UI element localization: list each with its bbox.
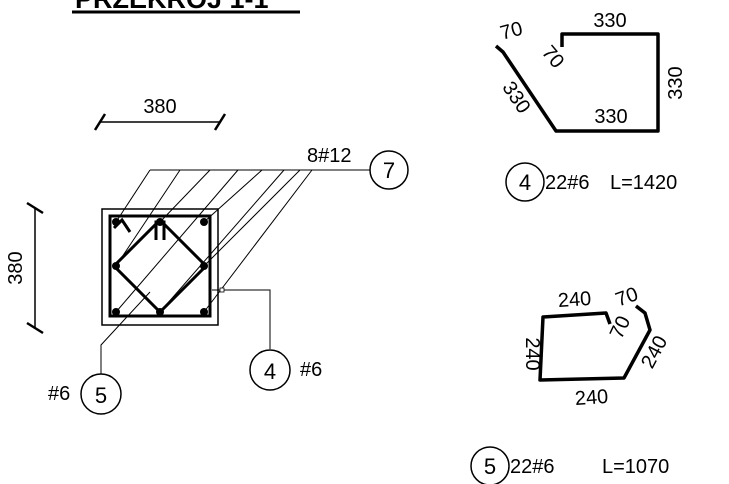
stirrup-4-callout: 4 #6: [212, 287, 322, 391]
bar-5-dim-diagonal: 240: [637, 332, 672, 372]
cross-section-view: 380 380: [5, 96, 409, 415]
bar-shape-5-outline: [538, 304, 652, 382]
bar-4-dim-right: 330: [665, 66, 687, 99]
bar-5-schedule-mark: 5: [484, 454, 496, 479]
bar-4-dim-top: 330: [593, 10, 626, 32]
bar-4-dim-bottom: 330: [594, 106, 627, 128]
bar-4-schedule-length: L=1420: [610, 172, 677, 194]
stirrup-5-callout: 5 #6: [48, 291, 151, 415]
bar-5-dim-left: 240: [521, 337, 543, 370]
bar-4-schedule-mark: 4: [519, 170, 531, 195]
stirrup-4-size: #6: [300, 359, 322, 381]
longitudinal-count-label: 8#12: [307, 145, 352, 167]
bar-shape-5: 240 240 240 240 70 70 5 22#6 L=1070: [470, 283, 672, 484]
height-dimension-label: 380: [5, 251, 27, 284]
bar-4-schedule-spec: 22#6: [545, 172, 590, 194]
bar-5-schedule-spec: 22#6: [510, 456, 555, 478]
bar-5-dim-bottom: 240: [574, 386, 609, 410]
bar-mark-7-label: 7: [383, 158, 395, 183]
stirrup-5-mark: 5: [95, 383, 107, 408]
bar-4-dim-hook-outer: 70: [498, 18, 525, 45]
bar-mark-7-bubble: 7: [369, 150, 409, 190]
bar-5-dim-top: 240: [557, 288, 592, 312]
longitudinal-leaders: [115, 169, 370, 313]
bar-5-dim-hook-inner: 70: [606, 313, 635, 342]
stirrup-4-mark: 4: [264, 359, 276, 384]
bar-shape-4-outline: [494, 32, 660, 133]
bar-4-schedule-bubble: [505, 162, 545, 202]
height-dimension: 380: [5, 201, 44, 335]
bar-shape-4: 330 330 330 330 70 70 4 22#6 L=1420: [494, 10, 687, 202]
width-dimension: 380: [93, 96, 227, 131]
width-dimension-label: 380: [143, 96, 176, 118]
section-title-group: PRZEKRÓJ 1-1: [72, 0, 300, 14]
bar-4-dim-diagonal: 330: [498, 78, 535, 118]
stirrup-5-size: #6: [48, 383, 70, 405]
bar-5-schedule-bubble: [470, 446, 510, 484]
concrete-outline: [101, 208, 219, 326]
bar-5-schedule-length: L=1070: [602, 456, 669, 478]
longitudinal-bars: [112, 218, 208, 316]
